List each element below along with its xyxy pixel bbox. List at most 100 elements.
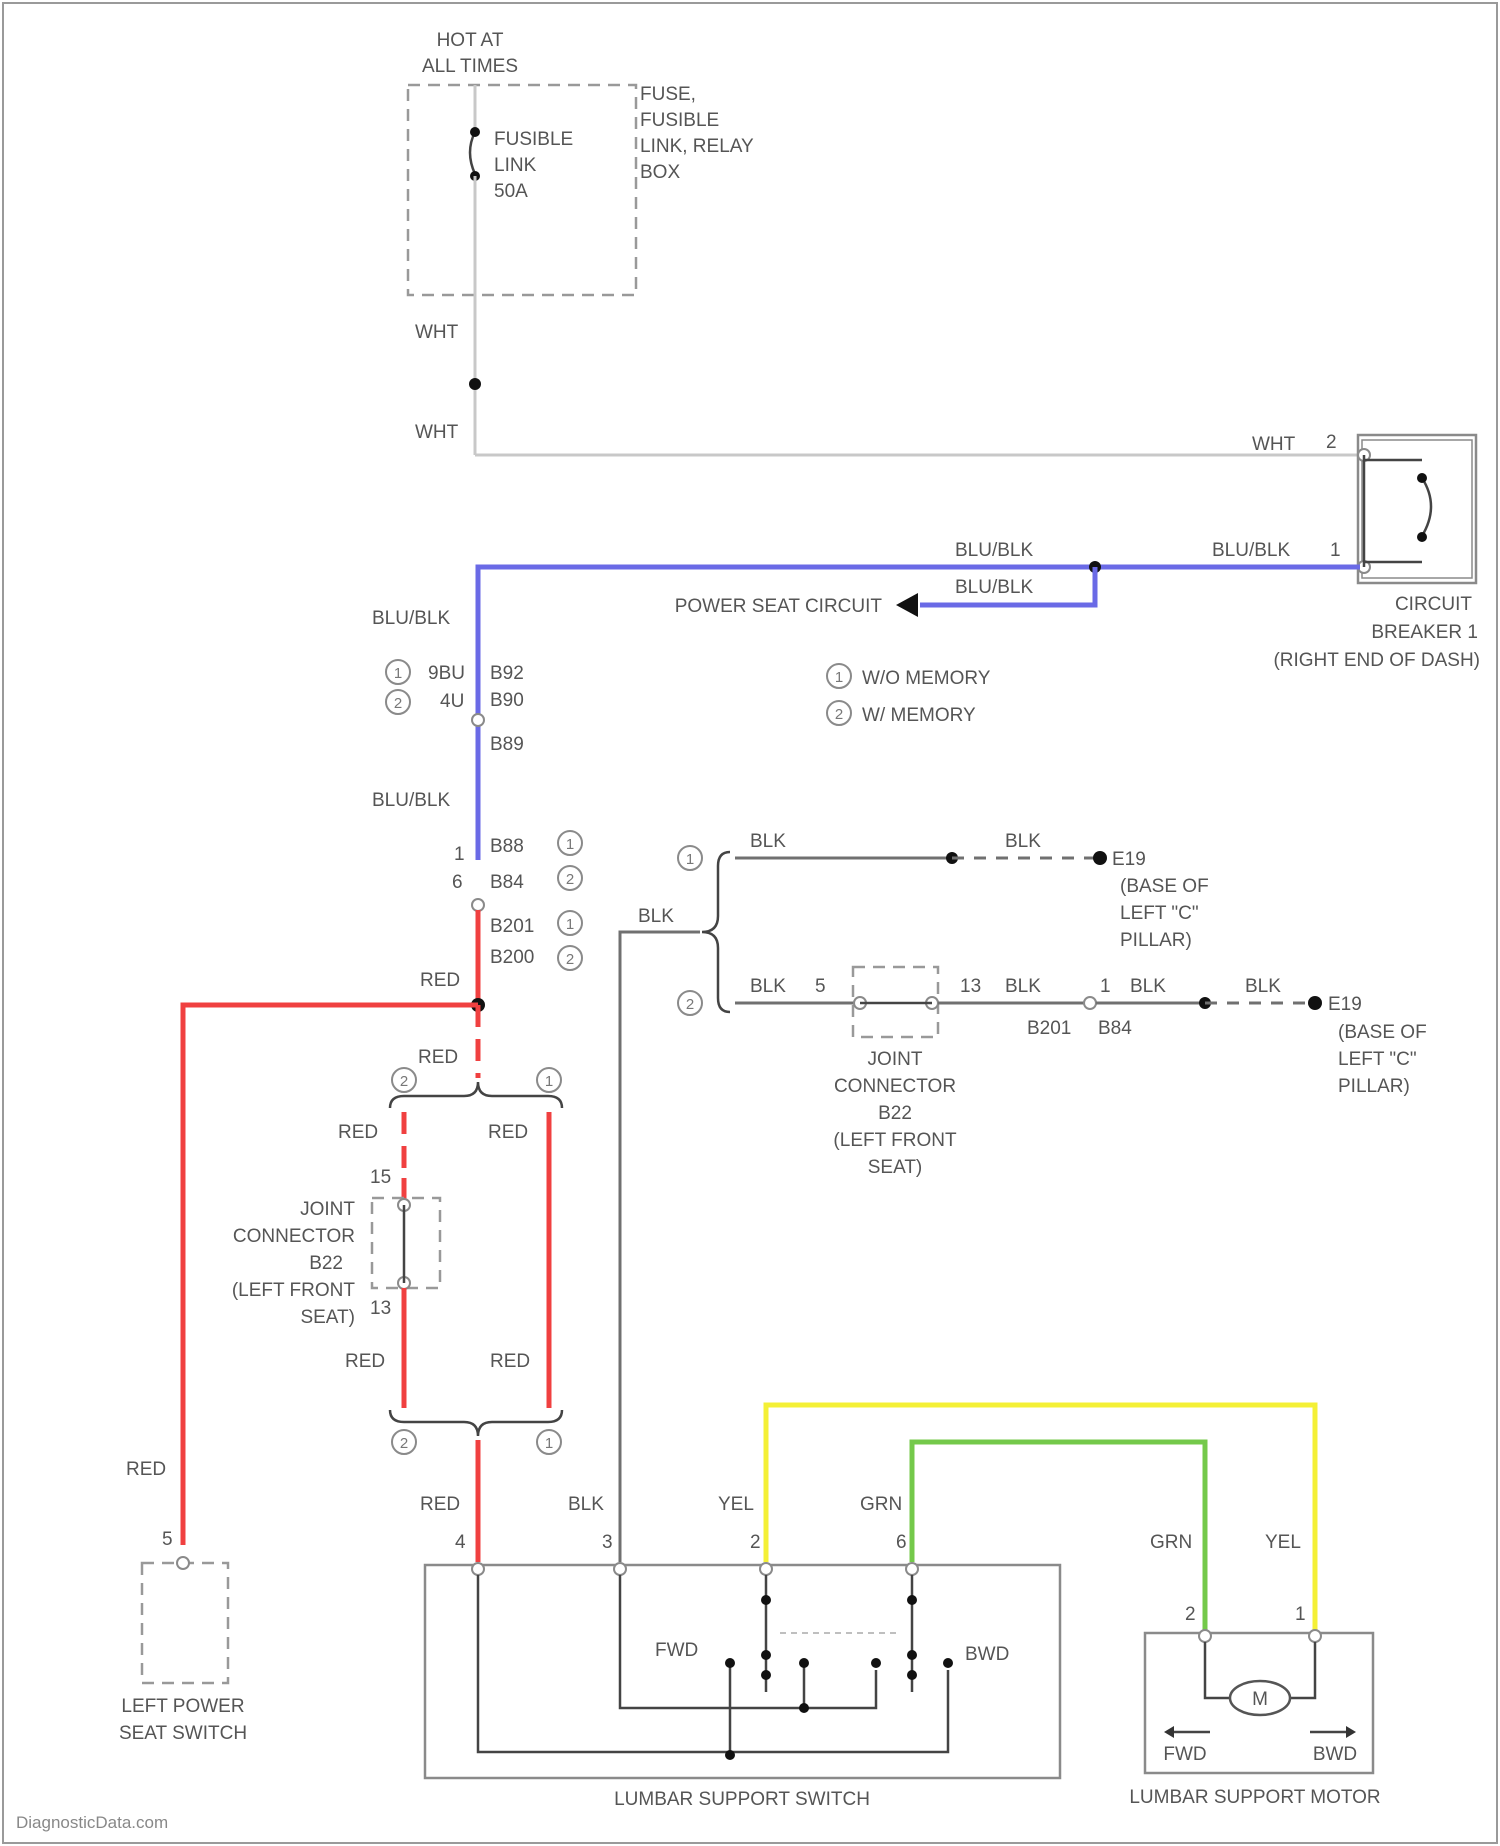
left-power-seat-switch-outline [142,1563,228,1683]
ground-2-pin-5: 5 [815,976,826,997]
blk-label-8: BLK [568,1494,604,1515]
joint-pin-15: 15 [370,1167,391,1188]
ground-1-loc-1: (BASE OF [1120,876,1209,897]
lower-brace [390,1410,562,1436]
cond-num-4: 2 [566,871,574,888]
cond-num-12: 2 [686,996,694,1013]
left-power-seat-switch: 5 LEFT POWER SEAT SWITCH [119,1529,247,1744]
fuse-box-name-1: FUSE, [640,84,696,105]
watermark: DiagnosticData.com [16,1813,168,1832]
lumbar-switch-outline [425,1565,1060,1778]
red-label-4: RED [488,1122,528,1143]
ground-2-loc-2: LEFT "C" [1338,1049,1417,1070]
cond-num-6: 2 [566,951,574,968]
legend-wo-memory: W/O MEMORY [862,668,991,689]
lumbar-switch-pin-4: 4 [455,1532,466,1553]
fusible-link-line-2: LINK [494,155,537,176]
joint-name-5: SEAT) [300,1307,355,1328]
fwd-arrow-icon [1164,1726,1174,1738]
lower-pin-1: 1 [454,844,465,865]
lumbar-switch-fwd: FWD [655,1640,698,1661]
lumbar-motor-fwd: FWD [1163,1744,1206,1765]
connector-b200: B200 [490,947,534,968]
cond-num-3: 1 [566,836,574,853]
upper-num-1: 9BU [428,663,465,684]
seat-switch-pin: 5 [162,1529,173,1550]
lower-pin-6: 6 [452,872,463,893]
wht-label-1: WHT [415,322,459,343]
ground-2-loc-1: (BASE OF [1338,1022,1427,1043]
ground-2-pin-13: 13 [960,976,981,997]
fusible-link-line-3: 50A [494,181,528,202]
breaker-name-3: (RIGHT END OF DASH) [1273,650,1480,671]
ground-2-b201: B201 [1027,1018,1071,1039]
joint-name-2: CONNECTOR [233,1226,355,1247]
red-label-3: RED [338,1122,378,1143]
blu-blk-label-1: BLU/BLK [955,540,1033,561]
ground-1-loc-2: LEFT "C" [1120,903,1199,924]
joint-right-name-1: JOINT [868,1049,923,1070]
fuse-box-name-2: FUSIBLE [640,110,719,131]
grn-label-1: GRN [860,1494,902,1515]
wht-label-3: WHT [1252,434,1296,455]
lumbar-motor-pin-1: 1 [1295,1604,1306,1625]
lumbar-switch-bwd: BWD [965,1644,1009,1665]
power-seat-circuit-label: POWER SEAT CIRCUIT [675,596,883,617]
supply-line-1: HOT AT [437,30,504,51]
joint-name-4: (LEFT FRONT [232,1280,356,1301]
blk-label-2: BLK [750,831,786,852]
yel-label-2: YEL [1265,1532,1301,1553]
lumbar-switch-name: LUMBAR SUPPORT SWITCH [614,1789,870,1810]
circuit-breaker: 2 1 CIRCUIT BREAKER 1 (RIGHT END OF DASH… [1273,432,1480,671]
lumbar-support-switch: 4 3 2 6 FWD BWD LUMBAR SUPPORT SWITCH [425,1532,1060,1810]
wht-label-2: WHT [415,422,459,443]
blu-blk-label-2: BLU/BLK [955,577,1033,598]
connector-b88: B88 [490,836,524,857]
cond-num-1: 1 [394,665,402,682]
ground-1-label: E19 [1112,849,1146,870]
motor-wires: YEL GRN GRN YEL [718,1405,1315,1630]
fuse-box-name-4: BOX [640,162,680,183]
red-label-1: RED [420,970,460,991]
blk-label-5: BLK [1005,976,1041,997]
lumbar-support-motor: 2 1 M FWD BWD LUMBAR SUPPORT MOTOR [1129,1604,1380,1808]
legend: 1 W/O MEMORY 2 W/ MEMORY [827,664,991,726]
joint-right-name-3: B22 [878,1103,912,1124]
connector-b92: B92 [490,663,524,684]
connector-b89: B89 [490,734,524,755]
lumbar-switch-pin-2: 2 [750,1532,761,1553]
seat-switch-name-2: SEAT SWITCH [119,1723,247,1744]
ground-2-b84: B84 [1098,1018,1132,1039]
legend-w-memory: W/ MEMORY [862,705,976,726]
legend-num-1: 1 [835,669,843,686]
cond-num-8: 1 [545,1073,553,1090]
breaker-pin-2: 2 [1326,432,1337,453]
lumbar-motor-name: LUMBAR SUPPORT MOTOR [1129,1787,1380,1808]
connector-b90: B90 [490,690,524,711]
red-label-8: RED [126,1459,166,1480]
lumbar-motor-bwd: BWD [1313,1744,1357,1765]
joint-name-3: B22 [309,1253,343,1274]
fuse-relay-box: HOT AT ALL TIMES FUSIBLE LINK 50A FUSE, … [408,30,754,295]
connector-b84: B84 [490,872,524,893]
power-seat-circuit-arrow [896,593,918,617]
joint-right-name-4: (LEFT FRONT [833,1130,957,1151]
fuse-box-name-3: LINK, RELAY [640,136,754,157]
connector-b89-group: 1 2 9BU 4U B92 B90 B89 [386,660,524,755]
blk-label-3: BLK [1005,831,1041,852]
red-label-7: RED [420,1494,460,1515]
supply-line-2: ALL TIMES [422,56,518,77]
blu-blk-label-5: BLU/BLK [372,790,450,811]
ground-2-label: E19 [1328,994,1362,1015]
fusible-link-symbol [470,132,475,174]
legend-num-2: 2 [835,706,843,723]
blk-label-7: BLK [1245,976,1281,997]
lumbar-switch-pin-3: 3 [602,1532,613,1553]
joint-pin-13: 13 [370,1298,391,1319]
connector-b201: B201 [490,916,534,937]
cond-num-9: 2 [400,1435,408,1452]
breaker-name-1: CIRCUIT [1395,594,1472,615]
connector-b84-group: 1 6 B88 B84 B201 B200 1 2 1 2 [452,831,582,970]
blk-label-4: BLK [750,976,786,997]
